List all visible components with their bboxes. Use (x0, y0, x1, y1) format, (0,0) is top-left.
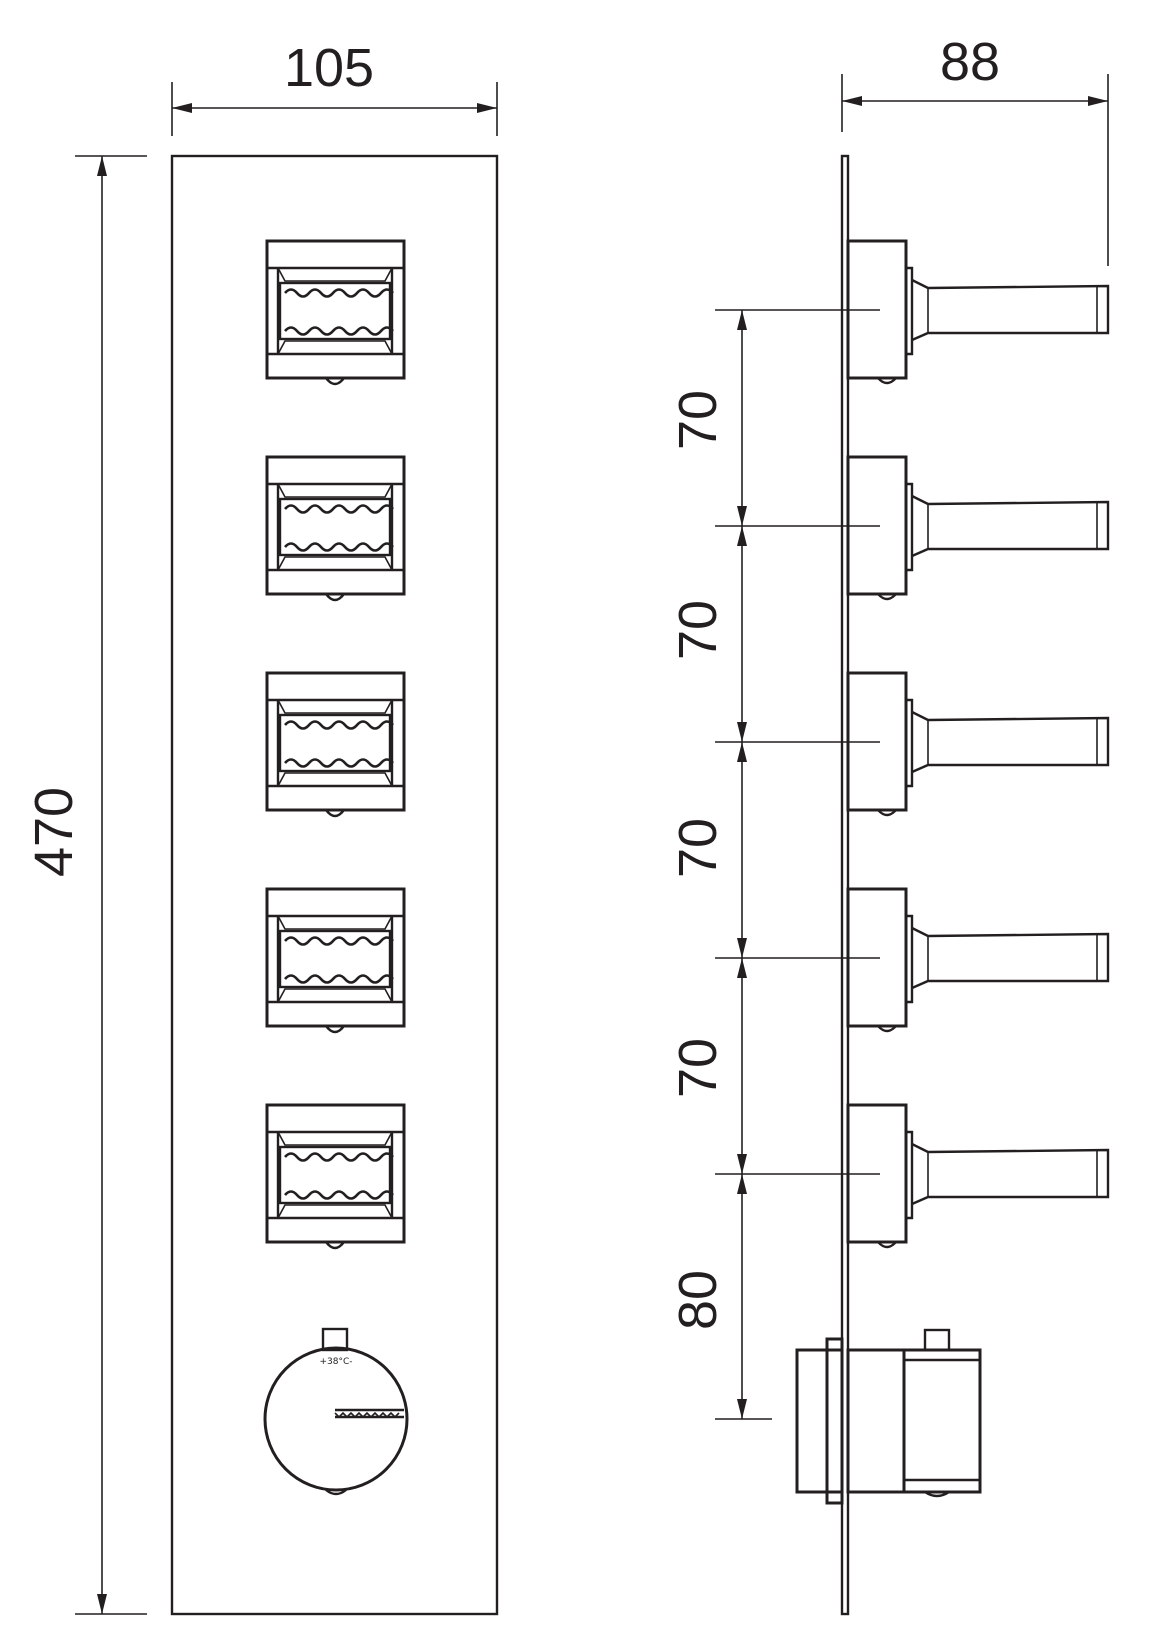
height-dimension: 470 (24, 155, 147, 1615)
height-value: 470 (24, 787, 84, 877)
front-view: +38°C- 105 470 (24, 38, 499, 1616)
diverter-button (265, 455, 406, 602)
lever-handle (846, 1103, 1110, 1249)
diverter-button (265, 239, 406, 386)
spacing-value-2: 70 (668, 600, 728, 660)
spacing-value-bottom: 80 (668, 1270, 728, 1330)
depth-value: 88 (940, 32, 1000, 92)
side-plate (840, 154, 850, 1616)
depth-dimension: 88 (841, 32, 1109, 266)
spacing-dimensions: 70 70 70 70 80 (668, 309, 880, 1420)
lever-handle (846, 887, 1110, 1033)
diverter-button (265, 1103, 406, 1250)
spacing-value-1: 70 (668, 390, 728, 450)
width-value: 105 (284, 38, 374, 98)
side-view: 88 70 70 70 70 80 (668, 32, 1110, 1616)
lever-handle (846, 671, 1110, 817)
lever-handle (846, 455, 1110, 601)
thermostat-body-side (795, 1328, 982, 1505)
thermostat-scale-label: +38°C- (319, 1357, 352, 1367)
front-panel (170, 154, 499, 1616)
lever-handle (846, 239, 1110, 385)
spacing-value-4: 70 (668, 1038, 728, 1098)
diverter-button (265, 671, 406, 818)
width-dimension: 105 (171, 38, 498, 136)
diverter-button (265, 887, 406, 1034)
spacing-value-3: 70 (668, 818, 728, 878)
thermostat-knob: +38°C- (263, 1327, 409, 1496)
